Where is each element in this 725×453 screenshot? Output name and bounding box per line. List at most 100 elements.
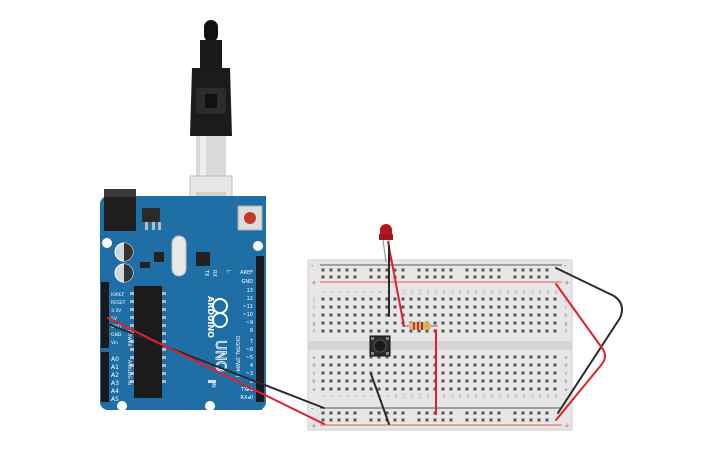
breadboard-hole[interactable] xyxy=(529,321,533,325)
breadboard-hole[interactable] xyxy=(497,411,501,415)
breadboard-hole[interactable] xyxy=(537,418,541,422)
breadboard-hole[interactable] xyxy=(345,313,349,317)
breadboard-hole[interactable] xyxy=(417,313,421,317)
breadboard-hole[interactable] xyxy=(393,363,397,367)
breadboard-hole[interactable] xyxy=(321,297,325,301)
breadboard-hole[interactable] xyxy=(505,387,509,391)
breadboard-hole[interactable] xyxy=(489,418,493,422)
breadboard-hole[interactable] xyxy=(473,371,477,375)
breadboard-hole[interactable] xyxy=(353,355,357,359)
breadboard-hole[interactable] xyxy=(529,305,533,309)
breadboard-hole[interactable] xyxy=(521,411,525,415)
breadboard-hole[interactable] xyxy=(377,329,381,333)
breadboard-hole[interactable] xyxy=(449,355,453,359)
breadboard-hole[interactable] xyxy=(505,379,509,383)
breadboard-hole[interactable] xyxy=(441,275,445,279)
breadboard-hole[interactable] xyxy=(417,387,421,391)
breadboard-hole[interactable] xyxy=(417,371,421,375)
breadboard-hole[interactable] xyxy=(481,275,485,279)
breadboard-hole[interactable] xyxy=(321,275,325,279)
breadboard-hole[interactable] xyxy=(321,321,325,325)
breadboard-hole[interactable] xyxy=(465,411,469,415)
breadboard-hole[interactable] xyxy=(425,379,429,383)
breadboard-hole[interactable] xyxy=(401,379,405,383)
breadboard-hole[interactable] xyxy=(553,313,557,317)
breadboard-hole[interactable] xyxy=(393,329,397,333)
breadboard-hole[interactable] xyxy=(409,329,413,333)
breadboard-hole[interactable] xyxy=(329,321,333,325)
breadboard-hole[interactable] xyxy=(473,363,477,367)
breadboard-hole[interactable] xyxy=(377,363,381,367)
breadboard-hole[interactable] xyxy=(553,321,557,325)
breadboard-hole[interactable] xyxy=(545,313,549,317)
breadboard-hole[interactable] xyxy=(417,305,421,309)
breadboard-hole[interactable] xyxy=(369,305,373,309)
wire-black-button[interactable] xyxy=(370,373,390,425)
breadboard-hole[interactable] xyxy=(353,305,357,309)
breadboard-hole[interactable] xyxy=(497,363,501,367)
breadboard-hole[interactable] xyxy=(473,321,477,325)
breadboard-hole[interactable] xyxy=(377,379,381,383)
breadboard-hole[interactable] xyxy=(385,355,389,359)
breadboard-hole[interactable] xyxy=(345,297,349,301)
breadboard-hole[interactable] xyxy=(361,379,365,383)
breadboard-hole[interactable] xyxy=(393,297,397,301)
breadboard-hole[interactable] xyxy=(409,371,413,375)
breadboard-hole[interactable] xyxy=(465,329,469,333)
breadboard-hole[interactable] xyxy=(489,379,493,383)
breadboard-hole[interactable] xyxy=(505,297,509,301)
breadboard-hole[interactable] xyxy=(345,411,349,415)
breadboard-hole[interactable] xyxy=(497,321,501,325)
breadboard-hole[interactable] xyxy=(513,363,517,367)
breadboard-hole[interactable] xyxy=(481,418,485,422)
breadboard-hole[interactable] xyxy=(433,418,437,422)
breadboard-hole[interactable] xyxy=(553,379,557,383)
breadboard-hole[interactable] xyxy=(361,305,365,309)
breadboard-hole[interactable] xyxy=(449,305,453,309)
breadboard-hole[interactable] xyxy=(361,297,365,301)
breadboard-hole[interactable] xyxy=(457,305,461,309)
breadboard-hole[interactable] xyxy=(481,355,485,359)
breadboard-hole[interactable] xyxy=(529,418,533,422)
breadboard-hole[interactable] xyxy=(513,321,517,325)
breadboard-hole[interactable] xyxy=(441,305,445,309)
breadboard-hole[interactable] xyxy=(545,355,549,359)
breadboard-hole[interactable] xyxy=(457,313,461,317)
breadboard-hole[interactable] xyxy=(521,355,525,359)
breadboard-hole[interactable] xyxy=(329,363,333,367)
breadboard-hole[interactable] xyxy=(513,329,517,333)
breadboard-hole[interactable] xyxy=(393,305,397,309)
breadboard-hole[interactable] xyxy=(441,355,445,359)
breadboard-hole[interactable] xyxy=(521,371,525,375)
breadboard-hole[interactable] xyxy=(369,371,373,375)
breadboard-hole[interactable] xyxy=(545,363,549,367)
breadboard-hole[interactable] xyxy=(353,411,357,415)
breadboard-hole[interactable] xyxy=(537,305,541,309)
breadboard-hole[interactable] xyxy=(417,329,421,333)
breadboard-hole[interactable] xyxy=(321,363,325,367)
breadboard-hole[interactable] xyxy=(329,268,333,272)
breadboard-hole[interactable] xyxy=(321,371,325,375)
breadboard-hole[interactable] xyxy=(441,268,445,272)
breadboard-hole[interactable] xyxy=(545,329,549,333)
breadboard-hole[interactable] xyxy=(417,268,421,272)
breadboard-hole[interactable] xyxy=(345,329,349,333)
breadboard-hole[interactable] xyxy=(553,355,557,359)
breadboard-hole[interactable] xyxy=(369,379,373,383)
breadboard-hole[interactable] xyxy=(393,321,397,325)
breadboard-hole[interactable] xyxy=(537,371,541,375)
breadboard-hole[interactable] xyxy=(417,275,421,279)
breadboard-hole[interactable] xyxy=(497,297,501,301)
breadboard-hole[interactable] xyxy=(449,387,453,391)
breadboard-hole[interactable] xyxy=(457,379,461,383)
breadboard-hole[interactable] xyxy=(505,329,509,333)
breadboard-hole[interactable] xyxy=(521,313,525,317)
breadboard-hole[interactable] xyxy=(425,275,429,279)
breadboard-hole[interactable] xyxy=(489,411,493,415)
breadboard-hole[interactable] xyxy=(513,297,517,301)
pushbutton[interactable] xyxy=(369,335,391,357)
breadboard-hole[interactable] xyxy=(465,297,469,301)
breadboard-hole[interactable] xyxy=(361,313,365,317)
breadboard-hole[interactable] xyxy=(425,371,429,375)
breadboard-hole[interactable] xyxy=(345,379,349,383)
